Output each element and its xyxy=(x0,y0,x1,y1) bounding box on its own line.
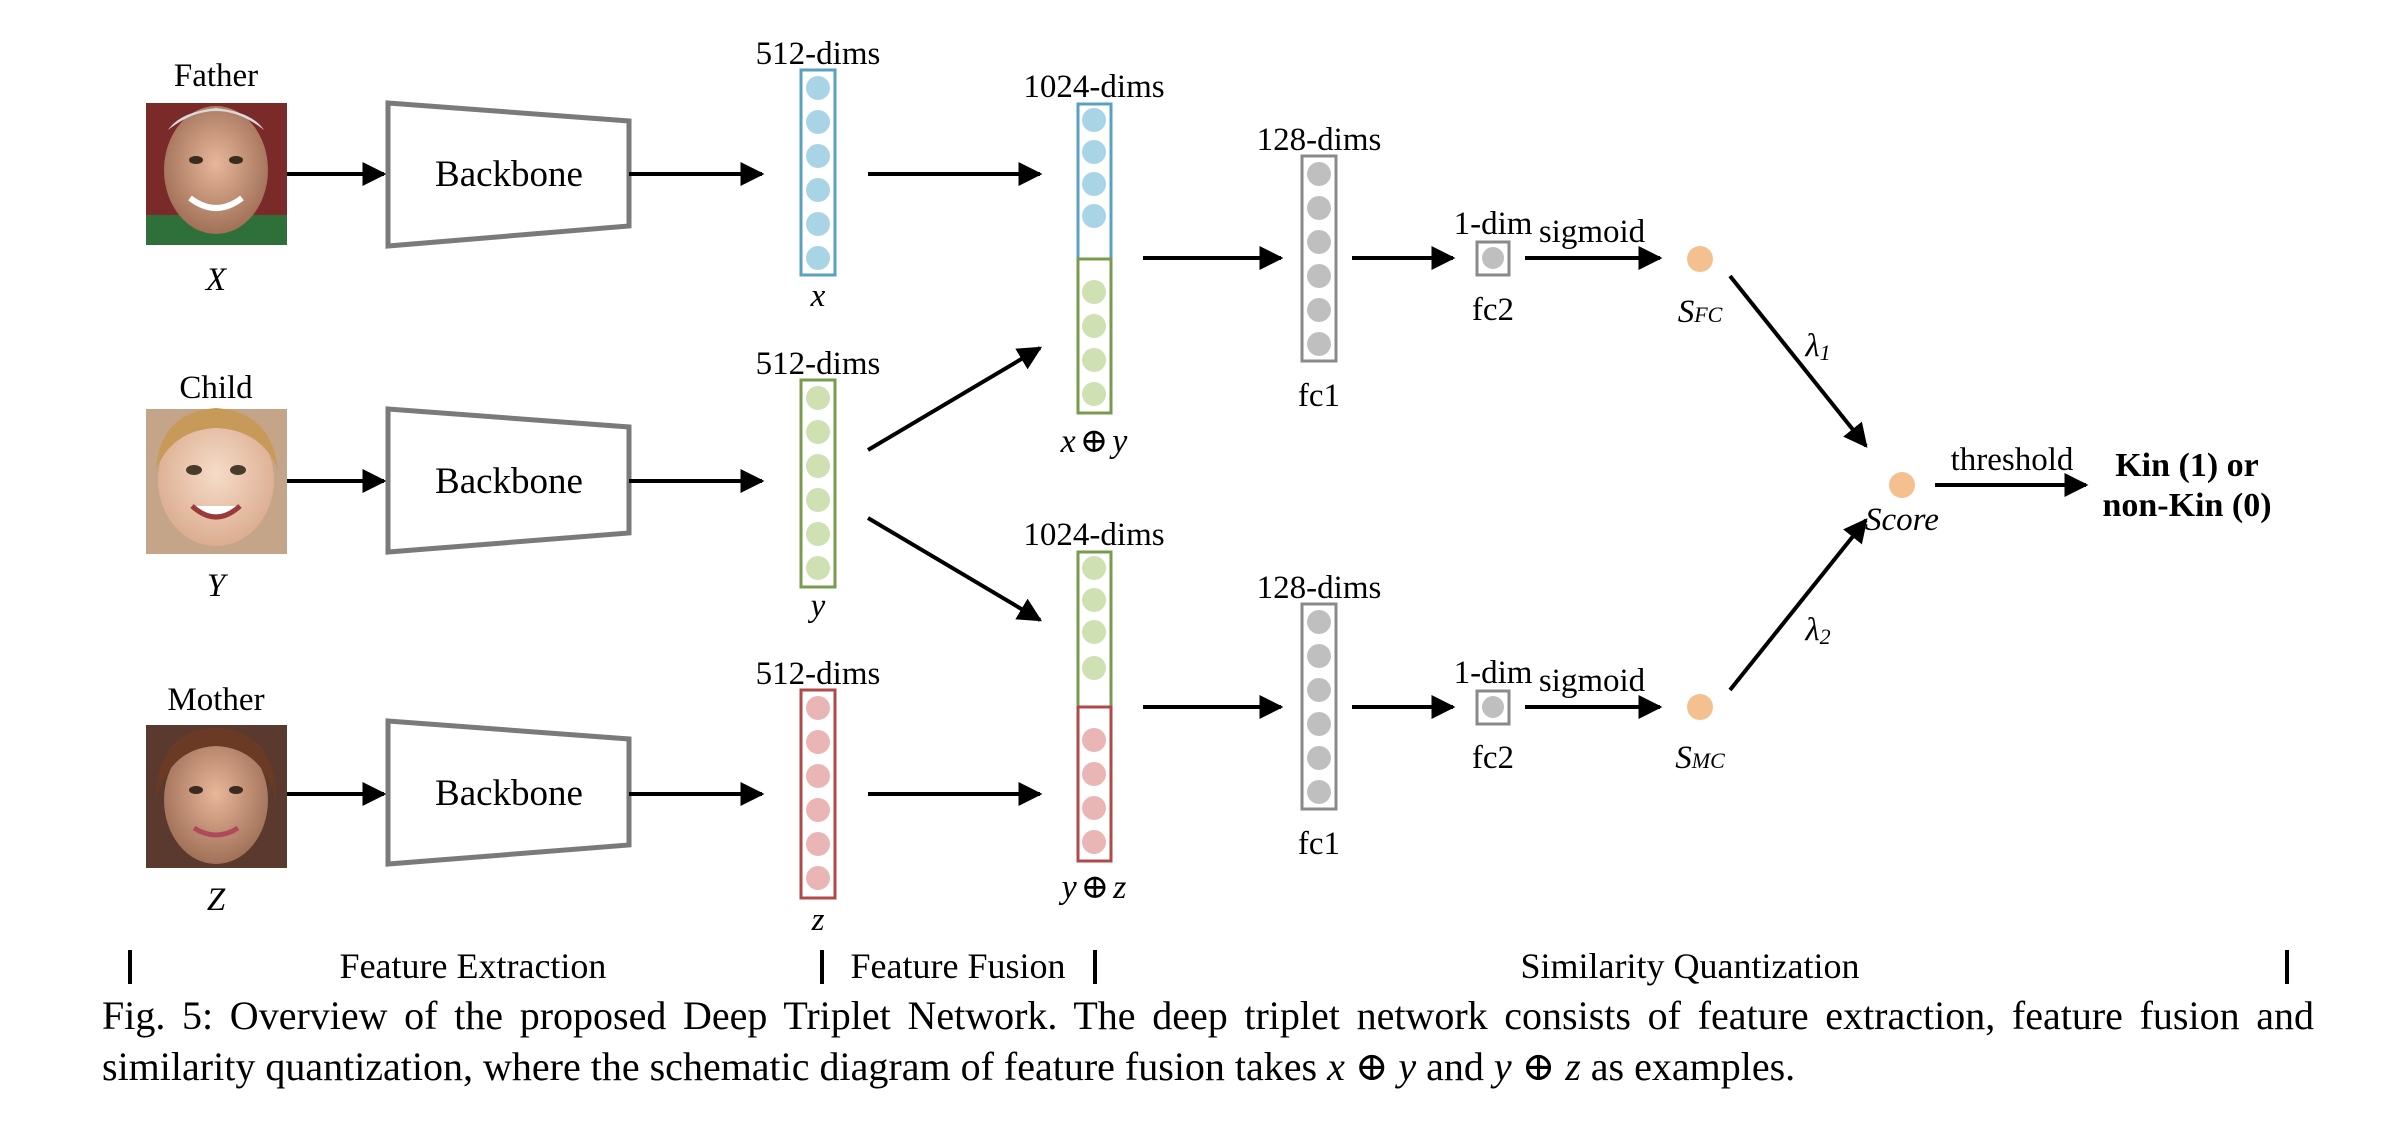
score-node-mc xyxy=(1687,694,1713,720)
fc2-dims-label-1: 1-dim xyxy=(1454,206,1533,242)
fusion-dims-label-1: 1024-dims xyxy=(1023,69,1164,105)
score-mc-label: SMC xyxy=(1675,740,1725,776)
fused-vector-xy xyxy=(1076,102,1113,415)
fusion-label-yz: y⊕z xyxy=(1059,869,1127,906)
fc1-label-1: fc1 xyxy=(1298,378,1340,414)
stage-label-extraction: Feature Extraction xyxy=(340,946,607,986)
fc1-dims-label-1: 128-dims xyxy=(1257,122,1382,158)
dims-label-z: 512-dims xyxy=(756,656,881,692)
role-mother-label: Mother xyxy=(167,682,264,718)
dims-label-x: 512-dims xyxy=(756,36,881,72)
backbone-label-1: Backbone xyxy=(435,154,583,195)
fusion-label-xy: x⊕y xyxy=(1060,423,1129,460)
backbone-label-3: Backbone xyxy=(435,773,583,814)
arrow-smc-to-score xyxy=(1728,518,1868,692)
fc2-layer-1 xyxy=(1475,240,1511,277)
lambda2-label: λ2 xyxy=(1804,612,1830,649)
caption-suffix: as examples. xyxy=(1580,1044,1796,1089)
fc1-label-2: fc1 xyxy=(1298,826,1340,862)
symbol-y-label: Y xyxy=(207,568,229,604)
fc2-label-2: fc2 xyxy=(1472,740,1514,776)
role-father-label: Father xyxy=(174,58,258,94)
sigmoid-label-1: sigmoid xyxy=(1539,214,1646,250)
dims-label-y: 512-dims xyxy=(756,346,881,382)
father-photo xyxy=(146,103,287,245)
threshold-label: threshold xyxy=(1951,442,2074,478)
final-score-node xyxy=(1889,472,1915,498)
caption-prefix: Fig. 5: Overview of the proposed Deep Tr… xyxy=(102,993,2314,1089)
backbone-trapezoid-3 xyxy=(385,718,632,867)
output-line-1: Kin (1) or xyxy=(2115,447,2259,484)
symbol-x-label: X xyxy=(204,262,228,298)
symbol-z-label: Z xyxy=(207,882,226,918)
fusion-dims-label-2: 1024-dims xyxy=(1023,517,1164,553)
backbone-trapezoid-2 xyxy=(385,406,632,555)
role-child-label: Child xyxy=(179,370,253,406)
caption-expr-xy: x ⊕ y xyxy=(1327,1044,1417,1089)
feature-y-label: y xyxy=(808,588,826,624)
backbone-label-2: Backbone xyxy=(435,461,583,502)
output-line-2: non-Kin (0) xyxy=(2102,487,2271,524)
caption-middle: and xyxy=(1416,1044,1494,1089)
fc2-label-1: fc2 xyxy=(1472,292,1514,328)
child-photo xyxy=(146,408,287,554)
fc1-layer-1 xyxy=(1300,154,1338,363)
backbone-trapezoid-1 xyxy=(385,100,632,249)
sigmoid-label-2: sigmoid xyxy=(1539,663,1646,699)
final-score-label: Score xyxy=(1865,502,1939,538)
arrow-sfc-to-score xyxy=(1728,274,1868,448)
caption-expr-yz: y ⊕ z xyxy=(1493,1044,1581,1089)
mother-photo xyxy=(146,725,287,868)
arrow-y-to-fusion-yz xyxy=(866,516,1043,622)
feature-vector-x xyxy=(799,68,837,277)
feature-vector-y xyxy=(799,378,837,589)
feature-vector-z xyxy=(799,688,837,900)
fc2-dims-label-2: 1-dim xyxy=(1454,655,1533,691)
fc2-layer-2 xyxy=(1475,689,1511,726)
lambda1-label: λ1 xyxy=(1804,328,1830,365)
fc1-dims-label-2: 128-dims xyxy=(1257,570,1382,606)
score-node-fc xyxy=(1687,246,1713,272)
fc1-layer-2 xyxy=(1300,602,1338,811)
stage-label-fusion: Feature Fusion xyxy=(851,946,1066,986)
feature-z-label: z xyxy=(811,902,825,938)
arrow-y-to-fusion-xy xyxy=(866,346,1043,452)
score-fc-label: SFC xyxy=(1678,294,1723,330)
figure-caption: Fig. 5: Overview of the proposed Deep Tr… xyxy=(102,990,2314,1092)
feature-x-label: x xyxy=(810,278,826,314)
stage-label-quantization: Similarity Quantization xyxy=(1521,946,1860,986)
fused-vector-yz xyxy=(1076,550,1113,863)
